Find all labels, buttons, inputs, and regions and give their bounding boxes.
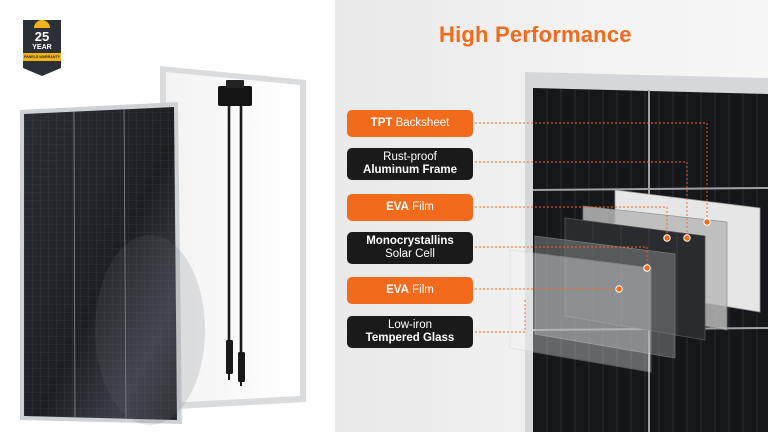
label-glass-line2: Tempered Glass <box>365 332 455 344</box>
exploded-layers-illustration <box>475 72 768 432</box>
leader-dots <box>615 218 711 293</box>
connector-right <box>238 352 245 382</box>
label-eva1-strong: EVA <box>386 201 409 213</box>
label-eva1-rest: Film <box>408 201 434 213</box>
junction-box <box>218 86 252 106</box>
panel-back <box>160 66 306 410</box>
connector-left <box>226 340 233 374</box>
section-title: High Performance <box>439 22 632 47</box>
label-cell-line2: Solar Cell <box>385 248 435 260</box>
label-eva2-strong: EVA <box>386 284 409 296</box>
layer-glass <box>509 249 652 373</box>
badge-number: 25 <box>34 29 50 44</box>
label-tpt-backsheet: TPT Backsheet <box>347 110 473 137</box>
label-tpt-strong: TPT <box>370 117 393 129</box>
warranty-badge: 25 YEAR PANELS WARRANTY <box>23 20 61 76</box>
product-photo: 25 YEAR PANELS WARRANTY <box>0 0 335 432</box>
label-eva-film-1: EVA Film <box>347 194 473 221</box>
label-cell-line1: Monocrystallins <box>366 235 454 247</box>
badge-caption: PANELS WARRANTY <box>23 55 61 59</box>
label-frame-line1: Rust-proof <box>383 151 437 163</box>
label-tempered-glass: Low-iron Tempered Glass <box>347 316 473 348</box>
badge-unit: YEAR <box>32 44 52 51</box>
label-tpt-rest: Backsheet <box>392 117 450 129</box>
label-solar-cell: Monocrystallins Solar Cell <box>347 232 473 264</box>
leader-lines <box>475 122 708 333</box>
label-eva2-rest: Film <box>408 284 434 296</box>
layer-diagram: High Performance <box>335 0 768 432</box>
solar-panel-illustration <box>20 66 306 425</box>
layer-eva-front <box>534 235 676 359</box>
label-eva-film-2: EVA Film <box>347 277 473 304</box>
badge-shape-icon <box>23 20 61 76</box>
label-frame-line2: Aluminum Frame <box>363 164 457 176</box>
panel-front <box>20 102 205 425</box>
label-aluminum-frame: Rust-proof Aluminum Frame <box>347 148 473 180</box>
label-glass-line1: Low-iron <box>387 319 433 331</box>
